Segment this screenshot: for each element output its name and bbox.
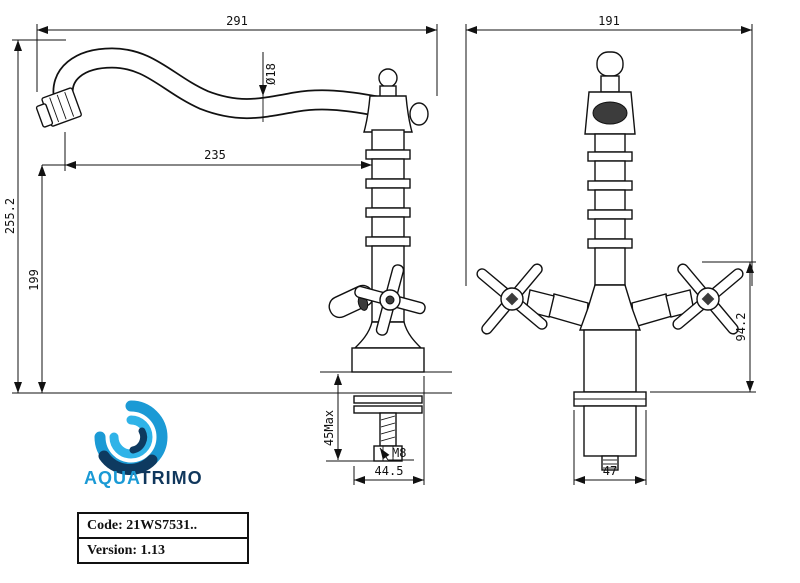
base-plate: [351, 347, 425, 373]
mounting-hardware: [353, 395, 423, 462]
code-value: 21WS7531..: [126, 518, 198, 533]
side-knob: [409, 102, 429, 126]
cross-handle-front: [354, 264, 426, 336]
front-spout-top: [584, 51, 636, 135]
title-block-version-row: Version: 1.13: [79, 539, 247, 562]
title-block: Code: 21WS7531.. Version: 1.13: [77, 512, 249, 564]
cross-handle-right: [672, 263, 744, 335]
dim-overall-height: 255.2: [3, 198, 17, 234]
dim-base-width-front: 47: [603, 464, 617, 478]
dim-reach: 235: [204, 148, 226, 162]
dim-spout-diameter: Ø18: [264, 63, 278, 85]
dim-spout-height: 199: [27, 269, 41, 291]
brand-trimo: TRIMO: [139, 468, 203, 488]
dim-width-front: 191: [598, 14, 620, 28]
brand-aqua: AQUA: [84, 468, 140, 488]
dim-max-mount: 45Max: [322, 410, 336, 446]
cross-handle-left: [476, 263, 548, 335]
dim-thread: M8: [392, 446, 406, 460]
version-value: 1.13: [140, 543, 166, 558]
spout-outlet: [35, 87, 82, 128]
version-label: Version:: [87, 543, 138, 558]
front-base: [573, 329, 647, 471]
faucet-side-view: [12, 47, 452, 462]
dim-width-side: 291: [226, 14, 248, 28]
code-label: Code:: [87, 518, 123, 533]
dimensions-side-view: 291 255.2 199 235 Ø18 45Max M8 44.5: [3, 14, 438, 485]
body-column: [365, 129, 411, 247]
aquatrimo-logo-icon: [94, 400, 168, 475]
faucet-front-view: [476, 51, 744, 471]
spout-mouth: [592, 101, 628, 125]
front-body: [579, 284, 641, 331]
spout-tube-fill: [54, 49, 378, 118]
title-block-code-row: Code: 21WS7531..: [79, 514, 247, 539]
dim-base-width-side: 44.5: [375, 464, 404, 478]
body-top: [363, 68, 413, 133]
brand-wordmark: AQUATRIMO: [84, 468, 203, 489]
dimensions-front-view: 191 94.2 47: [465, 14, 756, 485]
dim-handle-height: 94.2: [734, 313, 748, 342]
front-riser: [587, 133, 633, 286]
